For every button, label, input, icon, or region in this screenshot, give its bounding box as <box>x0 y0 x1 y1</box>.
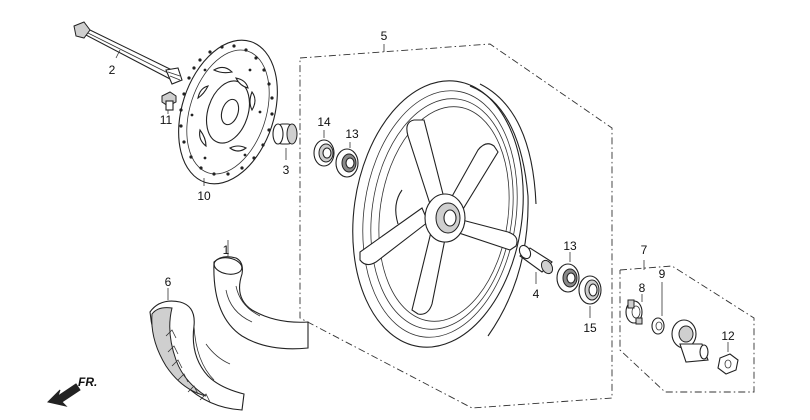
callout-1: 1 <box>223 243 230 257</box>
cast-wheel-rim <box>352 80 537 348</box>
callout-9: 9 <box>659 267 666 281</box>
callout-12: 12 <box>721 329 735 343</box>
axle-shaft <box>73 21 183 85</box>
front-tyre <box>149 300 245 411</box>
leader-2 <box>115 49 121 59</box>
washer <box>651 317 665 335</box>
front-direction-arrow-icon <box>47 383 81 407</box>
dust-seal <box>313 139 335 167</box>
brake-disc <box>178 39 278 185</box>
front-direction-label: FR. <box>78 375 97 389</box>
callout-13-left: 13 <box>345 127 359 141</box>
callout-5: 5 <box>381 29 388 43</box>
callout-13-right: 13 <box>563 239 577 253</box>
right-spacer <box>518 244 554 275</box>
callout-6: 6 <box>165 275 172 289</box>
wheel-assembly-boundary <box>299 43 613 409</box>
right-bearing <box>556 263 580 293</box>
callout-4: 4 <box>533 287 540 301</box>
inner-tube <box>213 256 309 350</box>
speedometer-gearbox-boundary <box>619 265 755 393</box>
speedometer-gearbox <box>671 319 709 363</box>
left-bearing <box>335 148 359 178</box>
callout-8: 8 <box>639 281 646 295</box>
callout-7: 7 <box>641 243 648 257</box>
callout-14: 14 <box>317 115 331 129</box>
speedometer-retainer <box>625 299 643 325</box>
left-spacer <box>272 123 298 145</box>
disc-bolt <box>161 91 177 111</box>
callout-3: 3 <box>283 163 290 177</box>
callout-10: 10 <box>197 189 211 203</box>
callout-11: 11 <box>160 113 173 127</box>
callout-2: 2 <box>109 63 116 77</box>
oil-seal <box>578 275 602 305</box>
axle-nut <box>717 353 739 375</box>
callout-15: 15 <box>583 321 597 335</box>
